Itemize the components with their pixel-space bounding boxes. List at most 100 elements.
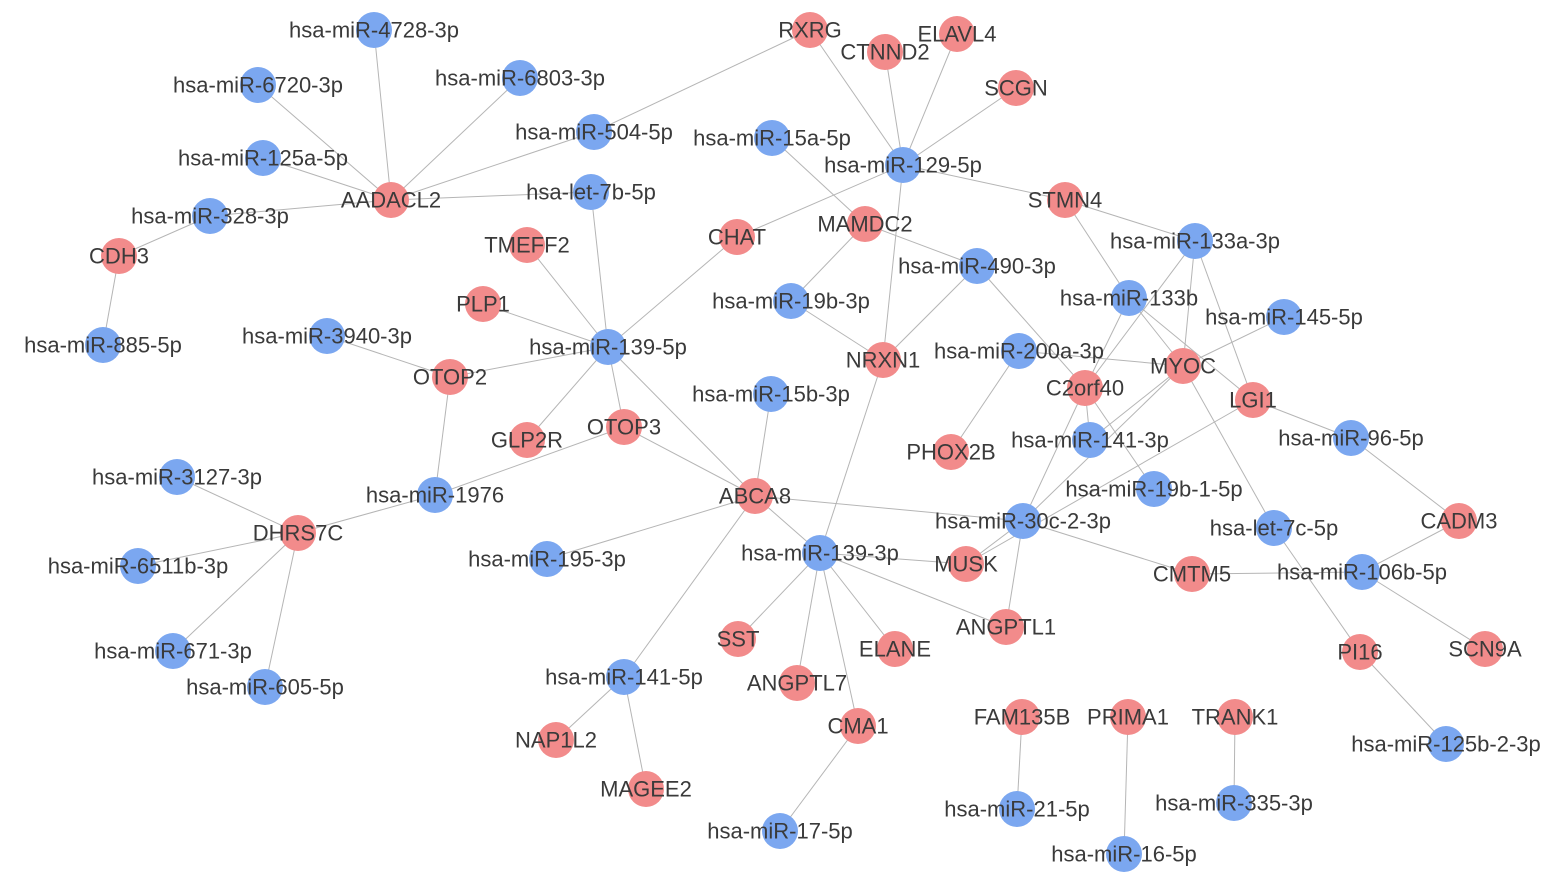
mirna-node[interactable]: hsa-miR-125a-5p <box>178 140 348 176</box>
mirna-node-circle <box>762 813 798 849</box>
node-label: TRANK1 <box>1192 705 1279 730</box>
mirna-node[interactable]: hsa-miR-335-3p <box>1155 785 1313 821</box>
gene-node-circle <box>865 342 901 378</box>
mirna-node[interactable]: hsa-miR-21-5p <box>944 791 1090 827</box>
mirna-node[interactable]: hsa-miR-106b-5p <box>1277 554 1447 590</box>
edge <box>736 164 904 238</box>
gene-node[interactable]: RXRG <box>778 12 842 48</box>
gene-node[interactable]: MUSK <box>934 546 998 582</box>
edge <box>590 191 609 348</box>
mirna-node[interactable]: hsa-miR-6511b-3p <box>48 548 229 584</box>
edge <box>297 494 436 534</box>
mirna-node[interactable]: hsa-miR-1976 <box>366 477 504 513</box>
gene-node[interactable]: ANGPTL7 <box>747 665 847 701</box>
gene-node[interactable]: DHRS7C <box>253 515 344 551</box>
gene-node[interactable]: CADM3 <box>1420 503 1498 539</box>
gene-node[interactable]: MAMDC2 <box>817 206 913 242</box>
gene-node-circle <box>1004 699 1040 735</box>
gene-node[interactable]: MYOC <box>1150 348 1216 384</box>
mirna-node-circle <box>120 548 156 584</box>
mirna-node[interactable]: hsa-miR-17-5p <box>707 813 853 849</box>
gene-node[interactable]: AADACL2 <box>341 182 441 218</box>
edge <box>819 552 967 565</box>
edge <box>790 300 884 361</box>
mirna-node[interactable]: hsa-miR-141-5p <box>545 659 703 695</box>
mirna-node[interactable]: hsa-miR-141-3p <box>1011 422 1169 458</box>
mirna-node[interactable]: hsa-miR-6803-3p <box>435 60 605 96</box>
mirna-node[interactable]: hsa-let-7c-5p <box>1210 510 1338 546</box>
mirna-node[interactable]: hsa-miR-133b <box>1060 280 1198 316</box>
mirna-node-circle <box>1256 510 1292 546</box>
mirna-node[interactable]: hsa-miR-3127-3p <box>92 459 262 495</box>
gene-node[interactable]: PLP1 <box>456 286 510 322</box>
gene-node[interactable]: ANGPTL1 <box>956 609 1056 645</box>
gene-node[interactable]: SCGN <box>984 70 1048 106</box>
gene-node[interactable]: MAGEE2 <box>600 771 692 807</box>
mirna-node[interactable]: hsa-miR-328-3p <box>131 198 289 234</box>
edge <box>1350 437 1460 522</box>
mirna-node[interactable]: hsa-miR-15a-5p <box>693 120 851 156</box>
gene-node[interactable]: LGI1 <box>1229 382 1277 418</box>
edge <box>779 725 859 832</box>
node-label: hsa-miR-3127-3p <box>92 465 262 490</box>
gene-node[interactable]: OTOP3 <box>587 409 661 445</box>
node-label: PHOX2B <box>906 440 995 465</box>
mirna-node[interactable]: hsa-miR-504-5p <box>515 114 673 150</box>
mirna-node[interactable]: hsa-miR-133a-3p <box>1110 223 1280 259</box>
mirna-node[interactable]: hsa-miR-96-5p <box>1278 420 1424 456</box>
mirna-node[interactable]: hsa-miR-200a-3p <box>934 333 1104 369</box>
mirna-node[interactable]: hsa-miR-885-5p <box>24 327 182 363</box>
gene-node[interactable]: TRANK1 <box>1192 699 1279 735</box>
mirna-node[interactable]: hsa-miR-605-5p <box>186 669 344 705</box>
gene-node[interactable]: ABCA8 <box>719 478 791 514</box>
mirna-node[interactable]: hsa-miR-16-5p <box>1051 836 1197 872</box>
gene-node[interactable]: CDH3 <box>89 238 149 274</box>
edge <box>326 335 451 378</box>
edge <box>819 552 896 650</box>
mirna-node-circle <box>245 140 281 176</box>
mirna-node[interactable]: hsa-miR-3940-3p <box>242 318 412 354</box>
mirna-node[interactable]: hsa-miR-19b-3p <box>712 283 870 319</box>
mirna-node[interactable]: hsa-miR-129-5p <box>824 147 982 183</box>
mirna-node[interactable]: hsa-let-7b-5p <box>526 174 656 210</box>
mirna-node[interactable]: hsa-miR-490-3p <box>898 248 1056 284</box>
mirna-node[interactable]: hsa-miR-145-5p <box>1205 299 1363 335</box>
gene-node[interactable]: GLP2R <box>491 422 563 458</box>
mirna-node[interactable]: hsa-miR-30c-2-3p <box>935 503 1111 539</box>
gene-node-circle <box>948 546 984 582</box>
mirna-node-circle <box>192 198 228 234</box>
node-label: hsa-miR-19b-3p <box>712 289 870 314</box>
gene-node[interactable]: NAP1L2 <box>515 722 597 758</box>
gene-node[interactable]: PRIMA1 <box>1087 699 1169 735</box>
gene-node[interactable]: C2orf40 <box>1046 370 1124 406</box>
gene-node[interactable]: CMTM5 <box>1153 556 1231 592</box>
gene-node[interactable]: STMN4 <box>1028 182 1103 218</box>
mirna-node[interactable]: hsa-miR-195-3p <box>468 541 626 577</box>
edge <box>607 346 756 497</box>
mirna-node[interactable]: hsa-miR-19b-1-5p <box>1065 471 1243 507</box>
gene-node-circle <box>628 771 664 807</box>
gene-node[interactable]: PHOX2B <box>906 434 996 470</box>
gene-node[interactable]: CHAT <box>708 219 766 255</box>
mirna-node[interactable]: hsa-miR-139-3p <box>741 535 899 571</box>
gene-node[interactable]: ELAVL4 <box>917 16 997 52</box>
gene-node[interactable]: PI16 <box>1337 634 1383 670</box>
gene-node[interactable]: ELANE <box>859 631 931 667</box>
gene-node[interactable]: TMEFF2 <box>484 227 570 263</box>
mirna-node[interactable]: hsa-miR-671-3p <box>94 633 252 669</box>
mirna-node[interactable]: hsa-miR-6720-3p <box>173 67 343 103</box>
gene-node[interactable]: SCN9A <box>1448 631 1522 667</box>
mirna-node[interactable]: hsa-miR-139-5p <box>529 329 687 365</box>
gene-node[interactable]: CTNND2 <box>840 34 930 70</box>
mirna-node[interactable]: hsa-miR-4728-3p <box>289 12 459 48</box>
gene-node[interactable]: SST <box>717 621 760 657</box>
gene-node[interactable]: CMA1 <box>827 708 889 744</box>
node-label: hsa-miR-16-5p <box>1051 842 1197 867</box>
gene-node[interactable]: NRXN1 <box>846 342 921 378</box>
mirna-node[interactable]: hsa-miR-15b-3p <box>692 376 850 412</box>
gene-node[interactable]: FAM135B <box>974 699 1071 735</box>
mirna-node-circle <box>573 174 609 210</box>
mirna-node-circle <box>1001 333 1037 369</box>
gene-node[interactable]: OTOP2 <box>413 359 487 395</box>
mirna-node[interactable]: hsa-miR-125b-2-3p <box>1351 726 1541 762</box>
